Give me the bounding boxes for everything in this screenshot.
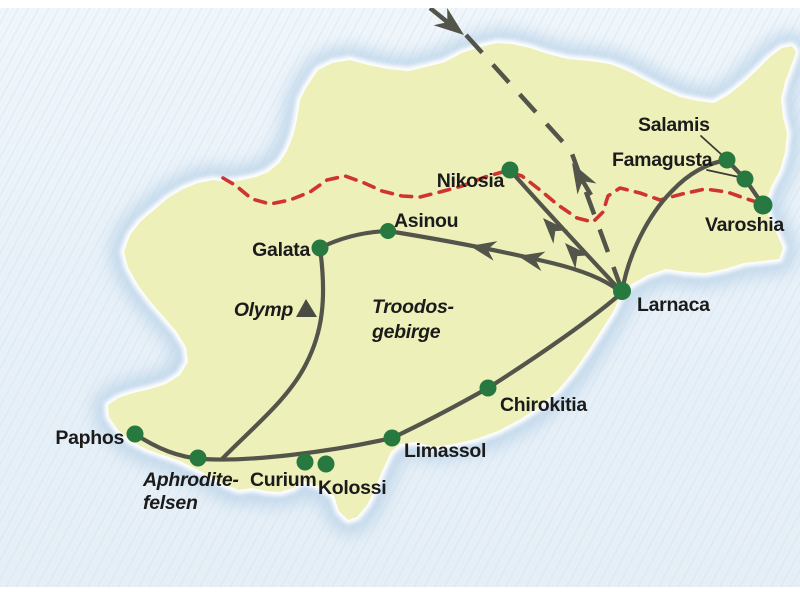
route-arrow-icon <box>543 218 569 244</box>
city-dot-limassol <box>383 429 401 447</box>
city-label-larnaca: Larnaca <box>637 294 710 316</box>
city-dot-paphos <box>126 425 144 443</box>
city-label-varoshia: Varoshia <box>705 214 784 236</box>
flight-route <box>428 6 623 286</box>
flight-route-dashed <box>464 33 623 286</box>
route-asinou-larnaca <box>385 228 621 293</box>
frame-top <box>0 0 800 8</box>
city-label-asinou: Asinou <box>394 210 458 232</box>
city-dot-curium <box>296 453 314 471</box>
city-dot-asinou <box>380 223 396 239</box>
city-dot-chirokitia <box>479 379 497 397</box>
city-label-paphos: Paphos <box>55 427 124 449</box>
city-label-curium: Curium <box>250 469 316 491</box>
city-dots <box>126 151 773 473</box>
route-larnaca-nikosia <box>507 167 622 292</box>
route-arrow-icon <box>518 251 546 272</box>
city-dot-salamis <box>718 151 736 169</box>
flight-departure-arrow-icon <box>572 163 597 195</box>
landmark-labels: Olymp Troodos- gebirge Aphrodite- felsen <box>142 296 454 514</box>
city-dot-varoshia <box>753 195 773 215</box>
city-label-salamis: Salamis <box>638 114 710 136</box>
tour-routes <box>132 157 766 462</box>
flight-arrival-arrow-icon <box>433 7 464 35</box>
city-dot-kolossi <box>317 455 335 473</box>
city-dot-galata <box>311 239 329 257</box>
city-dot-nikosia <box>501 161 519 179</box>
label-olymp: Olymp <box>234 299 294 321</box>
city-label-nikosia: Nikosia <box>437 170 505 192</box>
route-arrow-icon <box>470 241 498 261</box>
route-galata-south-coast <box>219 245 326 462</box>
label-aphrodite-line2: felsen <box>143 492 198 514</box>
frame-bottom <box>0 587 800 600</box>
city-label-chirokitia: Chirokitia <box>500 394 587 416</box>
city-label-famagusta: Famagusta <box>612 149 713 171</box>
city-labels: Salamis Famagusta Varoshia Nikosia Asino… <box>55 114 784 499</box>
label-troodos-line1: Troodos- <box>372 296 454 318</box>
mountain-triangle-icon <box>296 299 317 317</box>
city-label-limassol: Limassol <box>404 440 486 462</box>
city-dot-aphrodite-felsen <box>189 449 207 467</box>
city-dot-famagusta <box>736 170 754 188</box>
label-aphrodite-line1: Aphrodite- <box>142 469 239 491</box>
route-paphos-limassol <box>132 431 395 462</box>
leader-line-salamis <box>700 135 723 156</box>
leader-line-famagusta <box>706 169 740 178</box>
city-label-galata: Galata <box>252 239 310 261</box>
route-larnaca-salamis <box>619 157 730 295</box>
city-label-kolossi: Kolossi <box>318 477 386 499</box>
route-arrow-icon <box>565 243 591 269</box>
label-troodos-line2: gebirge <box>371 321 441 343</box>
city-dot-larnaca <box>613 282 631 300</box>
